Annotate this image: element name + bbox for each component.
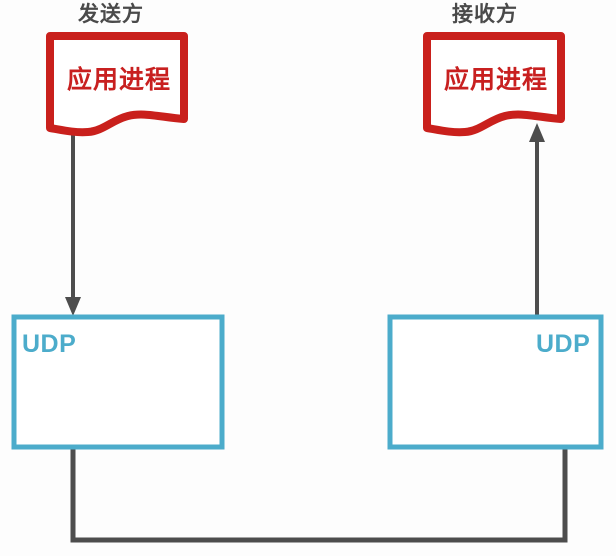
receiver-udp-shape [387,314,604,450]
receiver-process-label: 应用进程 [444,66,549,94]
sender-process-label: 应用进程 [67,66,172,94]
sender-title: 发送方 [78,3,144,26]
sender-process-node[interactable] [46,32,188,136]
sender-down-arrowhead [65,297,81,316]
receiver-udp-node[interactable] [388,315,603,449]
sender-udp-node[interactable] [12,315,224,449]
receiver-title: 接收方 [452,3,518,26]
sender-udp-shape [11,314,225,450]
sender-udp-label: UDP [22,330,77,358]
sender-process-shape [46,32,188,137]
receiver-process-node[interactable] [423,32,565,136]
receiver-udp-label: UDP [536,330,591,358]
network-link-path [70,447,568,543]
receiver-up-arrowhead [529,123,545,142]
receiver-process-shape [423,32,565,137]
